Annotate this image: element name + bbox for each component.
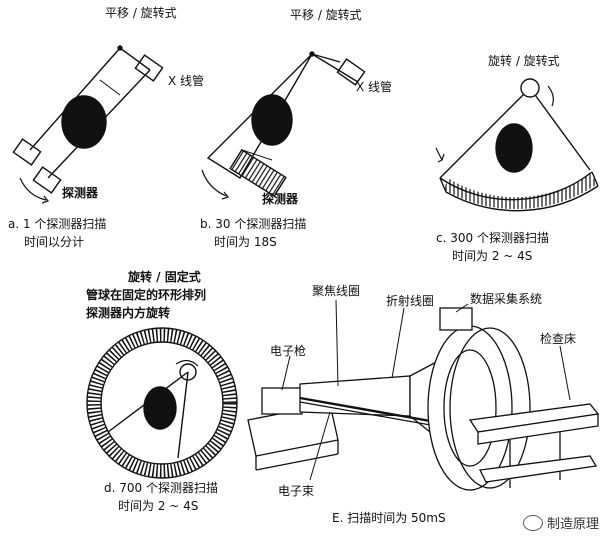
deflection-coil-label: 折射线圈 — [386, 294, 435, 308]
panel-d-title-line3: 探测器内方旋转 — [86, 306, 171, 320]
xray-tube-icon — [336, 58, 366, 86]
panel-c-caption-line2: 时间为 2 ~ 4S — [452, 249, 533, 263]
head-icon — [495, 123, 533, 173]
head-icon — [251, 94, 293, 146]
xray-tube-icon — [520, 78, 540, 98]
detector-icon — [32, 166, 62, 194]
panel-b-caption-line1: b. 30 个探测器扫描 — [200, 217, 307, 231]
detector-ring — [87, 328, 237, 478]
electron-gun-icon — [261, 387, 303, 415]
couch-label: 检查床 — [540, 332, 577, 346]
xray-tube-icon — [134, 54, 164, 82]
panel-b-detector-label: 探测器 — [262, 192, 299, 206]
panel-b-top-label: 平移 / 旋转式 — [290, 8, 362, 22]
detector-icon — [12, 138, 42, 166]
panel-b-figure — [201, 51, 366, 200]
panel-a-figure — [12, 45, 164, 204]
panel-d-figure — [86, 327, 238, 479]
focus-coil-label: 聚焦线圈 — [312, 284, 361, 298]
wechat-icon — [522, 514, 543, 531]
panel-a-caption-line1: a. 1 个探测器扫描 — [8, 217, 107, 231]
panel-a-caption-line2: 时间以分计 — [24, 235, 85, 249]
data-system-label: 数据采集系统 — [470, 292, 543, 306]
panel-c-caption-line1: c. 300 个探测器扫描 — [436, 231, 549, 245]
panel-a-xray-label: X 线管 — [168, 74, 205, 88]
panel-d-caption-line1: d. 700 个探测器扫描 — [104, 481, 218, 495]
panel-e-figure — [247, 299, 600, 491]
panel-b-caption-line2: 时间为 18S — [214, 235, 277, 249]
panel-d-title-line2: 管球在固定的环形排列 — [86, 288, 207, 302]
electron-gun-label: 电子枪 — [270, 344, 307, 358]
panel-a-top-label: 平移 / 旋转式 — [105, 6, 177, 20]
detector-array-icon — [229, 148, 287, 198]
panel-b-xray-label: X 线管 — [356, 80, 393, 94]
panel-a-detector-label: 探测器 — [62, 186, 99, 200]
head-icon — [143, 386, 177, 430]
panel-d-title-line1: 旋转 / 固定式 — [128, 270, 201, 284]
panel-c-top-label: 旋转 / 旋转式 — [488, 54, 560, 68]
watermark: 制造原理 — [522, 513, 599, 532]
electron-beam-label: 电子束 — [278, 484, 315, 498]
head-icon — [61, 95, 107, 149]
panel-c-figure — [435, 78, 599, 212]
panel-d-caption-line2: 时间为 2 ~ 4S — [118, 499, 199, 513]
data-acquisition-box — [439, 307, 473, 331]
panel-e-caption: E. 扫描时间为 50mS — [332, 511, 446, 525]
watermark-text: 制造原理 — [546, 517, 599, 532]
